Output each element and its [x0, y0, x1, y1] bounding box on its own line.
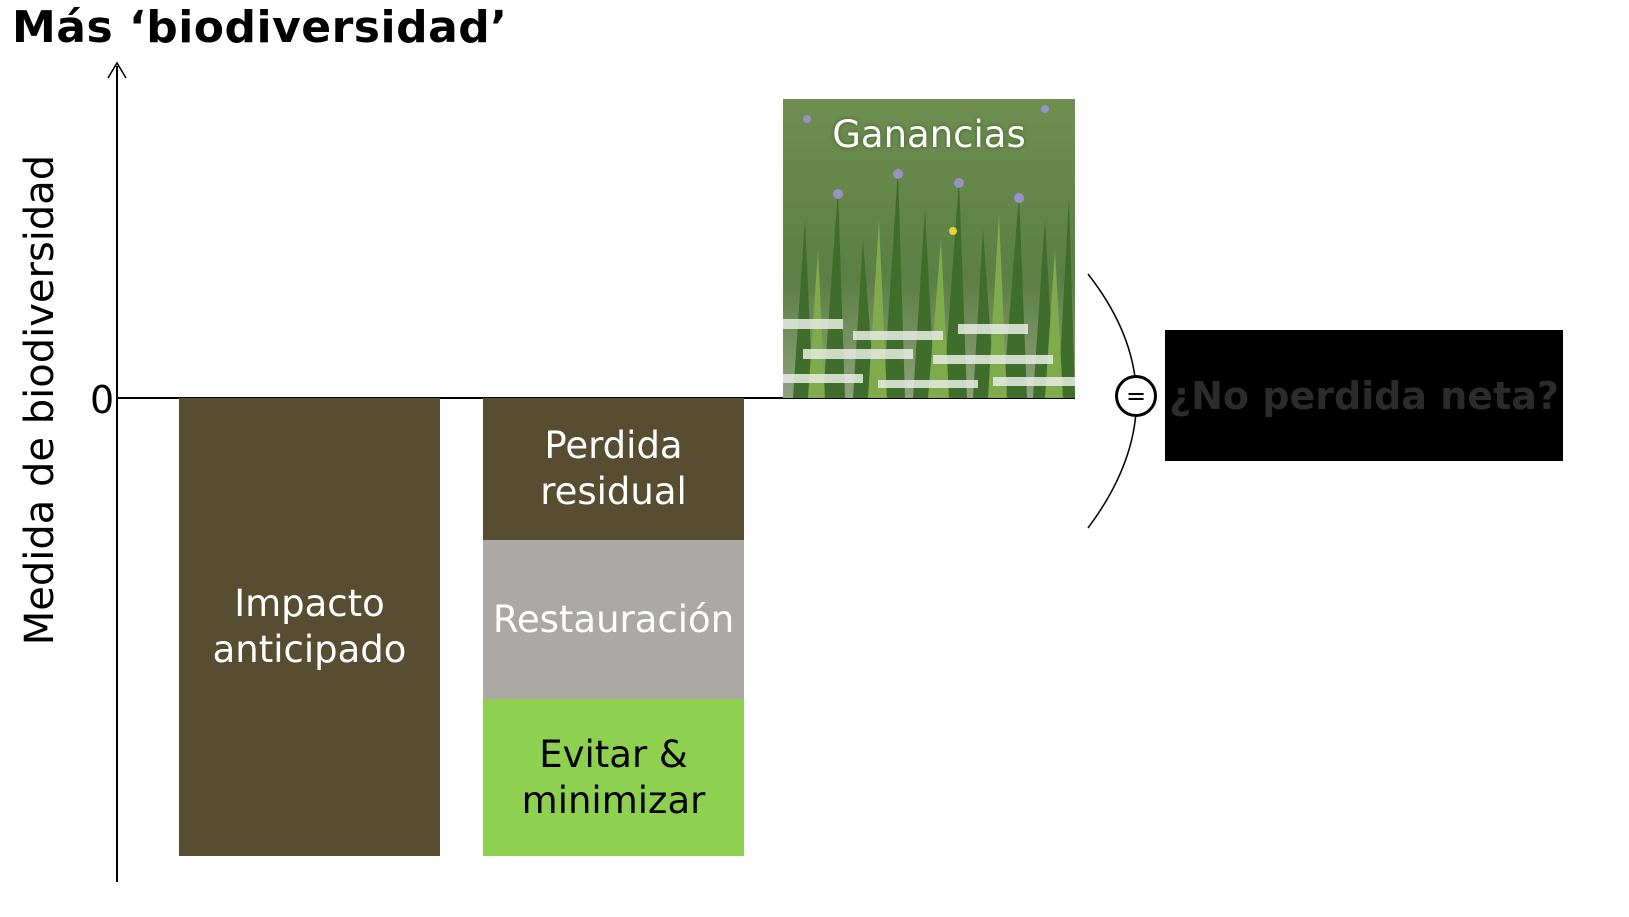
no-net-loss-box: ¿No perdida neta? — [1165, 330, 1563, 461]
residual-loss-segment: Perdida residual — [483, 398, 744, 540]
y-axis-label-container: Medida de biodiversidad — [0, 155, 80, 645]
impact-bar: Impacto anticipado — [179, 398, 440, 856]
y-axis-label: Medida de biodiversidad — [17, 154, 63, 646]
avoid-minimize-segment: Evitar & minimizar — [483, 699, 744, 856]
gains-bar: Ganancias — [783, 99, 1075, 398]
restoration-segment: Restauración — [483, 540, 744, 699]
impact-bar-label: Impacto anticipado — [212, 582, 407, 671]
y-axis-arrow-icon — [107, 61, 127, 79]
restoration-label: Restauración — [492, 597, 735, 641]
no-net-loss-label: ¿No perdida neta? — [1169, 373, 1559, 418]
avoid-minimize-label: Evitar & minimizar — [521, 732, 706, 822]
diagram-title: Más ‘biodiversidad’ — [12, 2, 508, 53]
gains-label: Ganancias — [832, 113, 1026, 156]
equals-icon: = — [1115, 375, 1157, 417]
y-axis-zero-label: 0 — [90, 378, 115, 422]
wetland-photo-image — [783, 99, 1075, 398]
residual-loss-label: Perdida residual — [540, 424, 687, 513]
